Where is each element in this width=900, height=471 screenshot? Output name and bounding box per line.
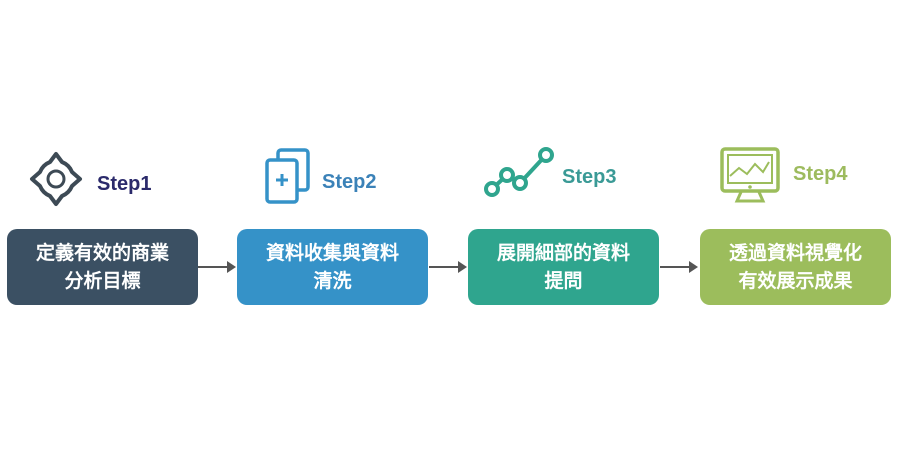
step4-text-line1: 透過資料視覺化 xyxy=(728,242,862,264)
line-graph-icon xyxy=(484,147,554,197)
target-icon xyxy=(30,152,82,206)
step1-box: 定義有效的商業 分析目標 xyxy=(7,229,198,305)
step3-box: 展開細部的資料 提問 xyxy=(468,229,659,305)
step1-label: Step1 xyxy=(97,173,152,195)
step2-box: 資料收集與資料 清洗 xyxy=(237,229,428,305)
step4-box: 透過資料視覺化 有效展示成果 xyxy=(700,229,891,305)
step3-label: Step3 xyxy=(562,166,617,188)
step3-text-line2: 提問 xyxy=(544,270,583,292)
step1-text-line2: 分析目標 xyxy=(64,270,141,292)
step2-text-line2: 清洗 xyxy=(313,270,352,292)
arrow-3-4 xyxy=(660,261,698,273)
arrow-1-2 xyxy=(198,261,236,273)
step4-label: Step4 xyxy=(793,163,848,185)
step2-label: Step2 xyxy=(322,171,377,193)
step3-text-line1: 展開細部的資料 xyxy=(496,242,630,264)
monitor-chart-icon xyxy=(720,147,780,203)
step1-text-line1: 定義有效的商業 xyxy=(35,242,169,264)
add-document-icon xyxy=(265,148,310,204)
step4-text-line2: 有效展示成果 xyxy=(738,270,853,292)
step2-text-line1: 資料收集與資料 xyxy=(265,242,399,264)
arrow-2-3 xyxy=(429,261,467,273)
